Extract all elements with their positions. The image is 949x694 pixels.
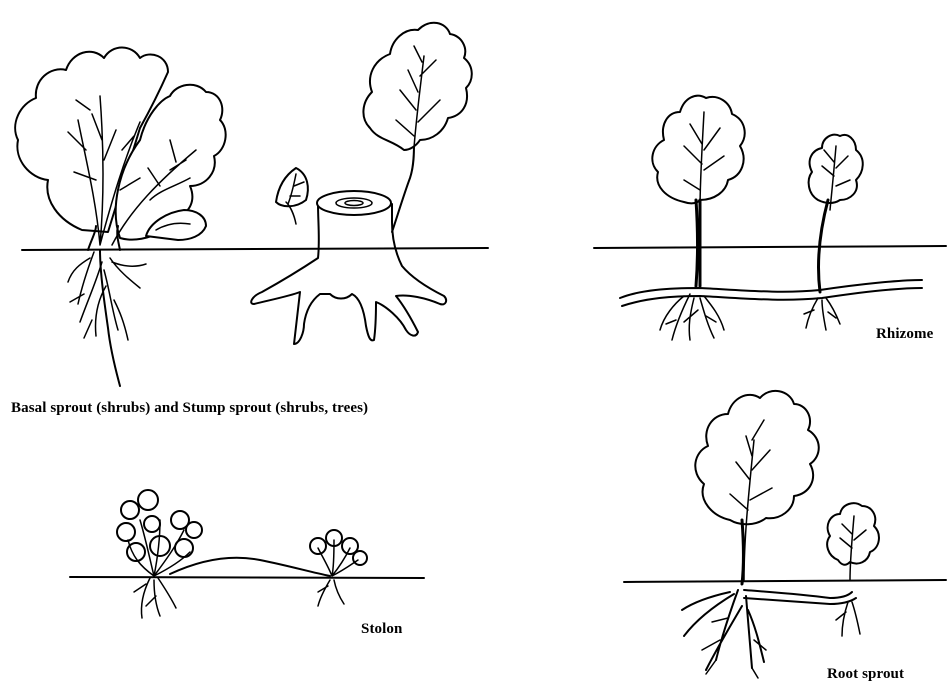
ground-line-basal-stump	[22, 248, 488, 250]
label-rhizome: Rhizome	[876, 326, 933, 343]
label-basal-stump-sprout: Basal sprout (shrubs) and Stump sprout (…	[11, 400, 368, 417]
ground-line-stolon	[70, 577, 424, 578]
root-sprout-illustration	[624, 391, 946, 678]
ground-line-rhizome	[594, 246, 946, 248]
stump-sprout-illustration	[251, 23, 472, 344]
ground-line-root-sprout	[624, 580, 946, 582]
label-root-sprout: Root sprout	[827, 666, 904, 683]
rhizome-illustration	[594, 96, 946, 340]
stolon-illustration	[70, 490, 424, 618]
label-stolon: Stolon	[361, 621, 402, 638]
